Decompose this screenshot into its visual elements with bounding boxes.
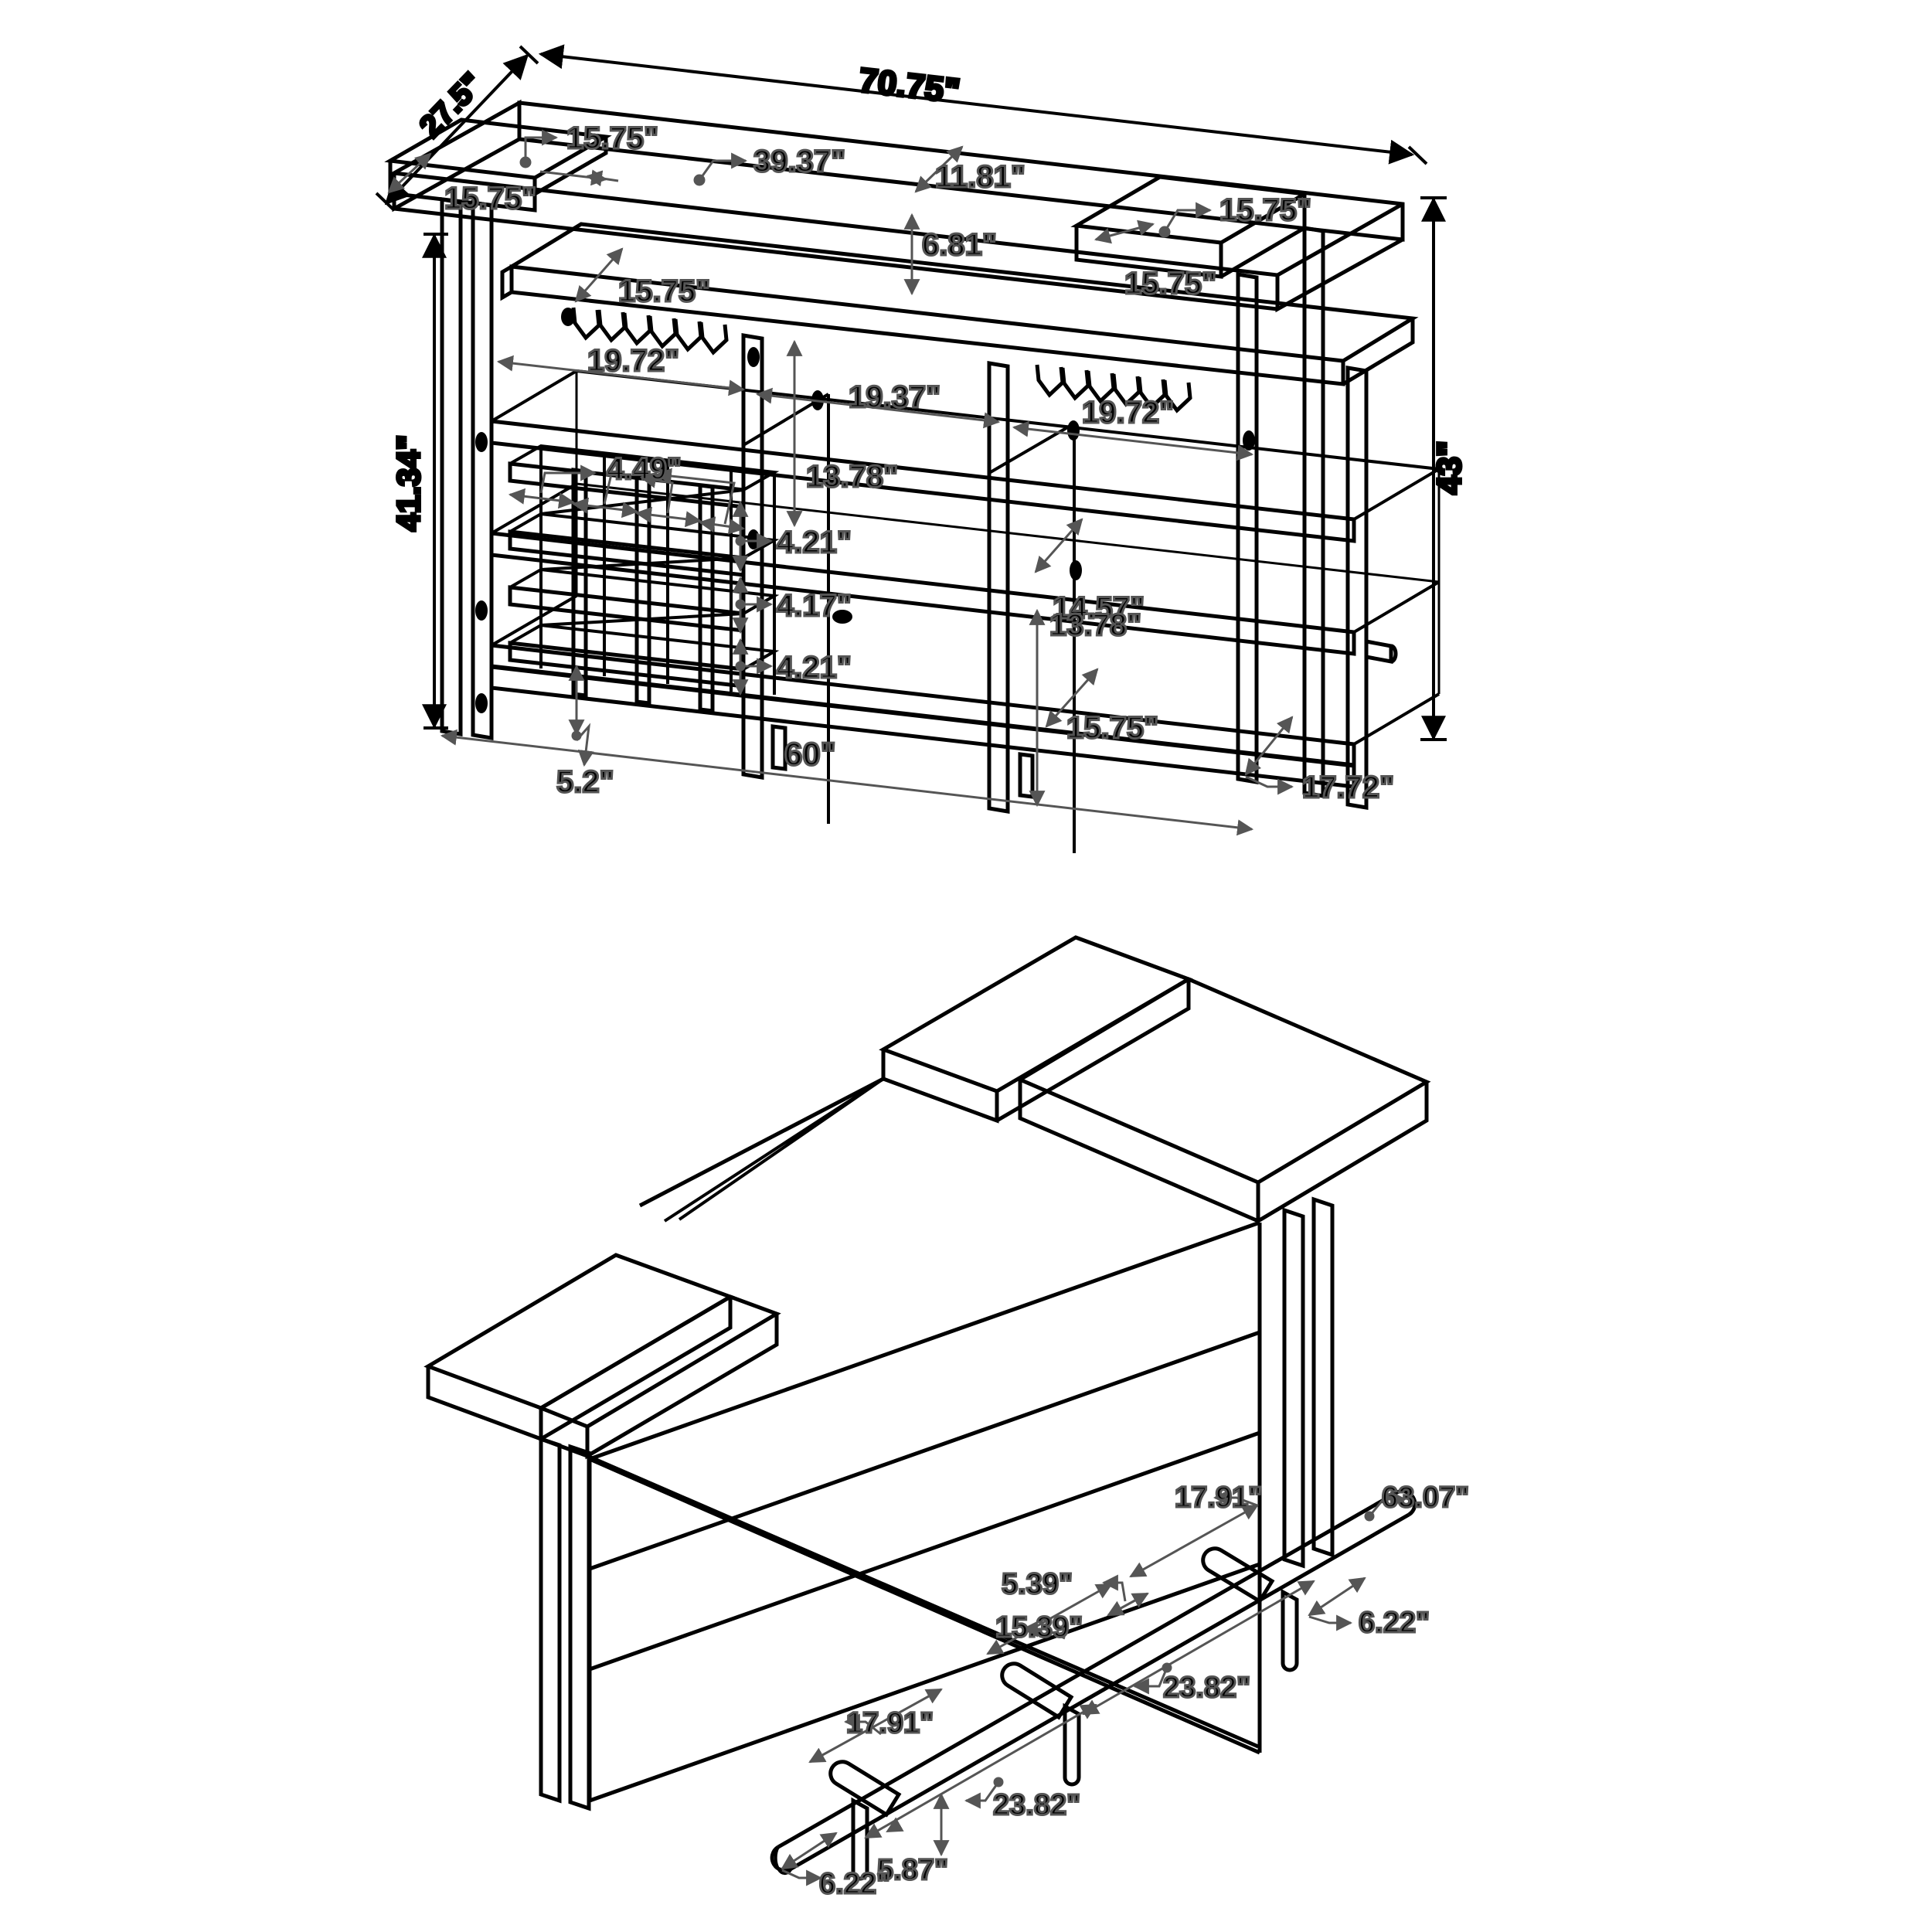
dim-base-depth — [1045, 668, 1099, 728]
dim-post-height — [886, 1792, 950, 1857]
dim-label-rail-span-r: 23.82" — [1163, 1672, 1250, 1704]
dim-label-cell-h-1: 4.21" — [777, 526, 852, 560]
dim-counter-depth — [914, 145, 964, 193]
dim-label-bay-center: 19.37" — [849, 380, 940, 414]
dim-right-shelf-b — [1094, 219, 1155, 244]
dim-label-cell-h-2: 4.17" — [777, 589, 852, 623]
dim-back-rail — [693, 152, 748, 186]
dim-back-rail-arrow — [539, 169, 619, 187]
dim-label-rail-post-off: 6.22" — [1359, 1607, 1430, 1639]
dim-cell-h-2 — [732, 576, 774, 634]
dim-label-base-width: 60" — [784, 736, 836, 772]
dim-width-overall — [538, 44, 1428, 165]
dim-label-right-shelf-a: 15.75" — [1219, 193, 1311, 227]
dim-label-base-depth: 15.75" — [1066, 711, 1158, 745]
dim-shelf-depth-r — [1034, 518, 1083, 573]
rear-left-shelf — [423, 1253, 735, 1442]
bottom-rail — [489, 664, 1356, 789]
dim-height-left — [422, 233, 448, 730]
dim-label-foot-depth: 17.72" — [1302, 770, 1394, 804]
footrail-bracket-right — [1201, 1546, 1275, 1604]
dim-left-shelf-a — [519, 129, 559, 168]
dim-label-mid-shelf-depth: 15.75" — [618, 274, 710, 308]
dim-label-counter-depth: 11.81" — [935, 160, 1026, 194]
dim-label-rail-brk-gap: 5.39" — [1002, 1568, 1073, 1600]
dim-label-left-shelf-a: 15.75" — [566, 121, 658, 155]
dim-rail-seg-r — [1129, 1489, 1259, 1578]
rear-main-top — [638, 977, 1431, 1225]
dim-label-left-shelf-b: 15.75" — [444, 182, 536, 216]
rear-left-counter — [536, 1294, 781, 1460]
dim-label-back-rail: 39.37" — [753, 145, 845, 179]
dim-rail-post-off — [1308, 1577, 1366, 1631]
dim-label-post-height: 5.87" — [877, 1854, 948, 1886]
dim-label-bay-h-lower: 13.78" — [1049, 608, 1141, 642]
footrail-bracket-mid — [1000, 1662, 1074, 1720]
dim-label-rail-seg-r: 17.91" — [1175, 1481, 1262, 1514]
dim-rail-span-l — [864, 1703, 1097, 1839]
dim-rail-end-right — [1364, 1491, 1407, 1522]
shelf-upper — [489, 369, 1444, 543]
dim-label-rail-seg-m: 15.39" — [995, 1611, 1083, 1644]
dim-label-bay-h-upper: 13.78" — [806, 460, 898, 494]
dim-cell-h-3 — [732, 638, 774, 696]
dim-left-shelf-b — [387, 152, 432, 194]
stemware-rack-right — [1035, 364, 1192, 413]
shelf-middle — [489, 482, 1440, 656]
dim-bay-right — [1012, 420, 1254, 461]
dim-label-shelf-depth-r: 14.57" — [1053, 591, 1145, 625]
rear-upper-top — [879, 935, 1193, 1124]
dim-mid-shelf-depth — [574, 247, 624, 303]
dim-bay-left — [496, 355, 746, 396]
stemware-rack-left — [561, 307, 729, 355]
dim-label-toe-clear: 5.2" — [556, 765, 614, 799]
dim-label-height-left: 41.34" — [390, 434, 427, 531]
rear-legs — [539, 1196, 1335, 1811]
dim-label-cell-h-3: 4.21" — [777, 651, 852, 685]
dim-cell-h-1 — [732, 500, 774, 573]
dim-base-width — [440, 729, 1254, 836]
dim-label-right-shelf-b: 15.75" — [1124, 267, 1216, 301]
rear-view-geometry — [423, 935, 1431, 1881]
dim-cell-width — [508, 464, 746, 535]
dim-label-rail-span-l: 23.82" — [993, 1789, 1080, 1821]
footrail-post-right — [1281, 1588, 1299, 1672]
rear-body-panel — [587, 1454, 1259, 1749]
dim-label-post-off-left: 6.22" — [819, 1868, 890, 1900]
dim-label-rail-seg-l: 17.91" — [846, 1707, 934, 1740]
dim-label-rail-end-right: 63.07" — [1382, 1481, 1469, 1514]
dim-label-height-right: 43" — [1430, 440, 1468, 495]
dim-foot-depth — [1244, 716, 1294, 795]
dim-label-riser-height: 6.81" — [922, 228, 997, 262]
dim-right-shelf-a — [1158, 202, 1213, 238]
dim-label-bay-right: 19.72" — [1082, 396, 1174, 430]
dim-rail-span-r — [1082, 1580, 1315, 1716]
dim-label-cell-width: 4.49" — [607, 452, 682, 486]
dim-post-off-left — [781, 1832, 838, 1886]
dim-label-bay-left: 19.72" — [587, 344, 679, 378]
footrail-post-left — [851, 1797, 869, 1881]
dim-label-width-overall: 70.75" — [857, 61, 962, 111]
dim-height-right — [1420, 196, 1447, 741]
